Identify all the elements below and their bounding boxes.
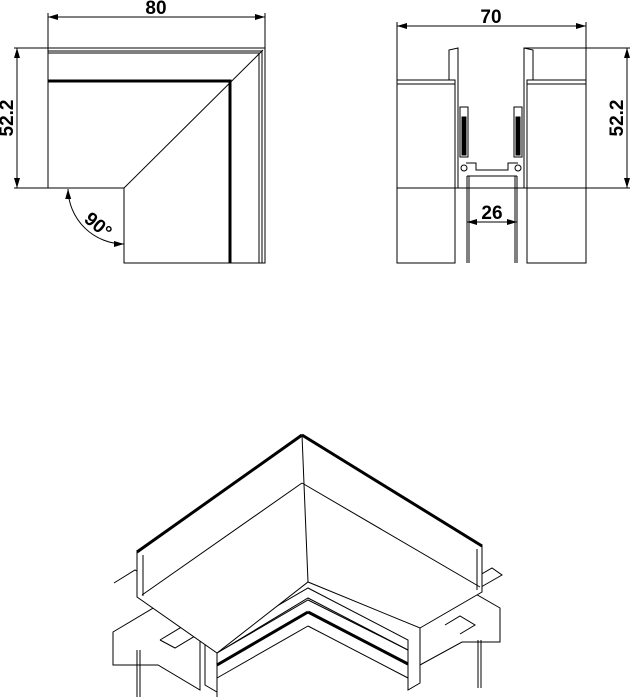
top-view-outline: [47, 47, 266, 264]
height-dimension-52-2: 52.2: [524, 47, 630, 189]
angle-dimension-90: 90°: [65, 188, 125, 247]
angle-dim-label: 90°: [80, 209, 116, 244]
side-view-outline: [396, 47, 587, 264]
width-dimension-80: 80: [47, 0, 266, 48]
width-dimension-70: 70: [396, 7, 587, 80]
width-dim-label: 80: [145, 0, 166, 19]
top-view: 80 52.2 90°: [0, 0, 266, 264]
height-dim-label: 52.2: [607, 100, 628, 137]
isometric-view: [112, 433, 503, 697]
channel-dim-label: 26: [481, 203, 502, 224]
channel-dimension-26: 26: [467, 203, 517, 225]
height-dim-label: 52.2: [0, 100, 18, 137]
width-dim-label: 70: [480, 7, 501, 28]
side-view: 70 52.2 26: [396, 7, 630, 264]
height-dimension-52-2: 52.2: [0, 47, 48, 189]
